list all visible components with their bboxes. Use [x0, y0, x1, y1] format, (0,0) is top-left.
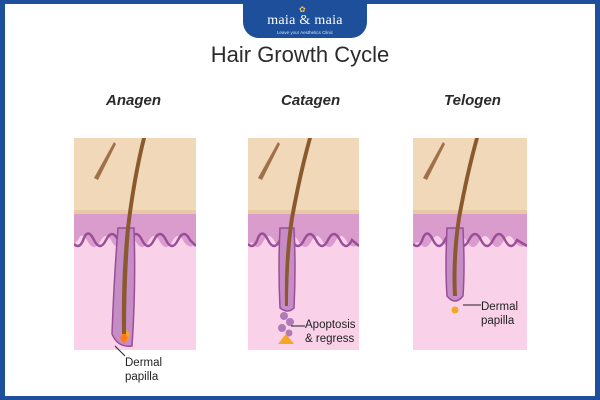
anagen-pointer	[114, 345, 126, 357]
brand-name: maia & maia	[267, 13, 343, 28]
telogen-panel	[413, 138, 527, 350]
catagen-annotation: Apoptosis & regress	[305, 318, 356, 346]
annotation-line: Dermal	[125, 357, 163, 369]
brand-tagline: Leave your Aesthetics Clinic	[276, 30, 334, 35]
stage-label-telogen: Telogen	[444, 92, 501, 109]
lotus-icon: ✿	[299, 5, 306, 14]
annotation-line: papilla	[125, 371, 159, 383]
annotation-line: Dermal	[481, 301, 519, 313]
annotation-line: Apoptosis	[305, 319, 356, 331]
catagen-panel	[248, 138, 359, 350]
stage-label-anagen: Anagen	[106, 92, 162, 109]
diagram-title: Hair Growth Cycle	[210, 42, 390, 67]
anagen-annotation: Dermal papilla	[125, 356, 162, 384]
brand-logo: ✿ maia & maia Leave your Aesthetics Clin…	[243, 4, 367, 38]
diagram-frame: ✿ maia & maia Leave your Aesthetics Clin…	[5, 4, 595, 396]
telogen-pointer	[463, 304, 481, 306]
annotation-line: papilla	[481, 315, 515, 327]
telogen-annotation: Dermal papilla	[481, 300, 518, 328]
annotation-line: & regress	[305, 333, 355, 345]
catagen-pointer	[291, 325, 305, 327]
stage-label-catagen: Catagen	[281, 92, 341, 109]
anagen-panel	[74, 138, 196, 350]
